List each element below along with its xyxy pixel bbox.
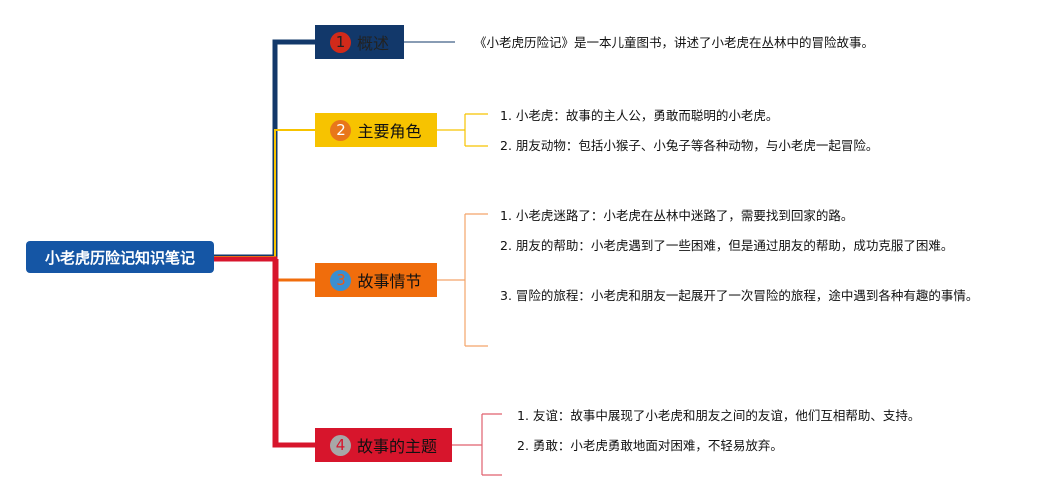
- topic-2-item-2: 2. 朋友动物：包括小猴子、小兔子等各种动物，与小老虎一起冒险。: [500, 138, 879, 153]
- number-badge-1: 1: [329, 31, 351, 53]
- connector-root-to-topic-1: [214, 39, 315, 260]
- connector-topic-3-items: [437, 213, 488, 347]
- topic-3-item-3: 3. 冒险的旅程：小老虎和朋友一起展开了一次冒险的旅程，途中遇到各种有趣的事情。: [500, 288, 979, 303]
- number-badge-4: 4: [329, 434, 351, 456]
- connector-topic-2-items: [437, 113, 488, 147]
- topic-4-item-1: 1. 友谊：故事中展现了小老虎和朋友之间的友谊，他们互相帮助、支持。: [517, 408, 921, 423]
- number-badge-2: 2: [330, 119, 352, 141]
- connector-root-to-topic-2: [214, 129, 315, 258]
- topic-3-item-1: 1. 小老虎迷路了：小老虎在丛林中迷路了，需要找到回家的路。: [500, 208, 854, 223]
- connector-topic-4-items: [452, 413, 502, 476]
- topic-node-4[interactable]: 4 故事的主题: [315, 428, 452, 462]
- topic-4-item-2: 2. 勇敢：小老虎勇敢地面对困难，不轻易放弃。: [517, 438, 783, 453]
- topic-node-2[interactable]: 2 主要角色: [315, 113, 437, 147]
- topic-label-1: 概述: [356, 34, 389, 53]
- topic-label-3: 故事情节: [357, 272, 422, 291]
- topic-2-item-1: 1. 小老虎：故事的主人公，勇敢而聪明的小老虎。: [500, 108, 779, 123]
- topic-label-4: 故事的主题: [356, 437, 437, 456]
- topic-3-item-2: 2. 朋友的帮助：小老虎遇到了一些困难，但是通过朋友的帮助，成功克服了困难。: [500, 238, 954, 253]
- topic-label-2: 主要角色: [357, 122, 422, 141]
- topic-node-1[interactable]: 1 概述: [315, 25, 404, 59]
- root-title: 小老虎历险记知识笔记: [44, 248, 195, 267]
- connector-root-to-topic-4: [214, 256, 315, 448]
- topic-1-item-1: 《小老虎历险记》是一本儿童图书，讲述了小老虎在丛林中的冒险故事。: [474, 35, 875, 50]
- root-node[interactable]: 小老虎历险记知识笔记: [26, 241, 214, 273]
- number-badge-3: 3: [330, 269, 352, 291]
- topic-node-3[interactable]: 3 故事情节: [315, 263, 437, 297]
